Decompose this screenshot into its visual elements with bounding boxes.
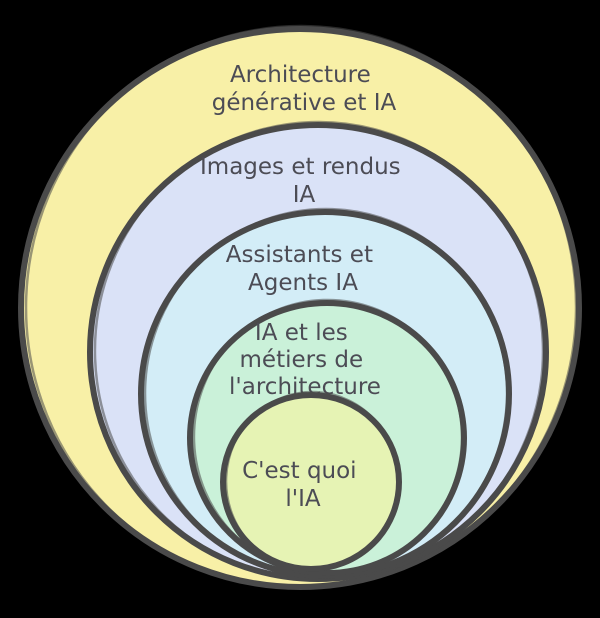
- ring-5-label: C'est quoi l'IA: [242, 458, 364, 512]
- ring-1-label-line-1: Architecture: [230, 62, 371, 88]
- ring-4-label: IA et les métiers de l'architecture: [229, 320, 381, 400]
- ring-2-label: Images et rendus IA: [200, 154, 408, 208]
- ring-1-outline-sketch: [24, 24, 578, 590]
- ring-2-label-line-1: Images et rendus: [200, 154, 401, 180]
- ring-4-outline-sketch: [192, 298, 464, 576]
- ring-2-outline-sketch: [93, 120, 545, 582]
- ring-3-label: Assistants et Agents IA: [226, 242, 381, 296]
- ring-1-label-line-2: générative et IA: [212, 90, 397, 116]
- ring-4-label-line-1: IA et les: [255, 320, 348, 346]
- ring-5-label-line-2: l'IA: [285, 486, 320, 512]
- ring-5-fill: [223, 395, 399, 569]
- ring-c-est-quoi-l-ia: C'est quoi l'IA: [220, 390, 402, 572]
- ring-3-outline-sketch: [143, 207, 509, 579]
- ring-4-label-line-2: métiers de: [240, 347, 364, 373]
- ring-5-outline-sketch: [224, 390, 400, 572]
- ring-1-label: Architecture générative et IA: [212, 62, 397, 116]
- ring-3-label-line-1: Assistants et: [226, 242, 373, 268]
- ring-2-label-line-2: IA: [293, 182, 316, 208]
- ring-3-label-line-2: Agents IA: [248, 270, 358, 296]
- ring-5-label-line-1: C'est quoi: [242, 458, 356, 484]
